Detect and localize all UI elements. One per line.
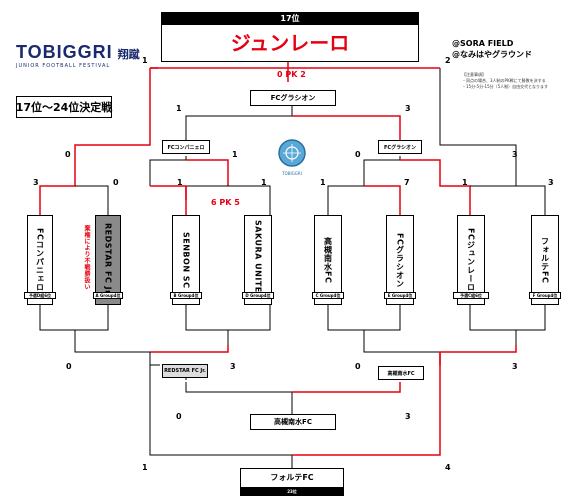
bottom-box-name: フォルテFC	[270, 473, 314, 482]
bottom-box-sub: 23位	[241, 487, 343, 496]
group-label-8: F Group4位	[529, 292, 561, 299]
team-name-4: SAKURA UNITED	[253, 220, 263, 300]
venue-line-1: @SORA FIELD	[452, 39, 514, 48]
notes-line-2: ・15分-5分-15分（5人制）自由交代となります	[462, 84, 549, 89]
team-name-7: FCジュンレーロ	[466, 228, 476, 292]
notes-line-1: ・同点の場合、3人制のPK戦にて勝敗を決する	[462, 78, 546, 83]
group-label-2: A Group4位	[93, 292, 123, 299]
score-sf-r1: 0	[355, 150, 361, 159]
qf-pk-score: 6 PK 5	[211, 198, 240, 207]
team-name-1: FCコンパニェロ	[35, 228, 45, 292]
score-lower-left-inner: 3	[230, 362, 236, 371]
score-r1-f: 7	[404, 178, 410, 187]
logo-kanji: 翔蹴	[117, 48, 140, 61]
group-label-5: C Group4位	[312, 292, 344, 299]
group-label-7: 予選C組6位	[453, 292, 489, 299]
rank-17-box: 17位 ジュンレーロ	[161, 12, 419, 62]
score-lower-right-outer: 0	[355, 362, 361, 371]
final-team-box: FCグラシオン	[250, 90, 336, 106]
group-label-3: B Group4位	[170, 292, 202, 299]
bracket-title: 17位～24位決定戦	[16, 96, 112, 118]
score-bot-right: 4	[445, 463, 451, 472]
redstar-note: 棄権により不戦勝扱い	[83, 225, 90, 290]
score-top-left: 1	[142, 56, 148, 65]
winner-name: ジュンレーロ	[230, 31, 350, 55]
score-r1-e: 1	[320, 178, 326, 187]
score-sf-l2: 1	[232, 150, 238, 159]
semi-pk-score: 0 PK 2	[277, 70, 306, 79]
team-box-2: REDSTAR FC Jr.	[95, 215, 121, 305]
group-label-4: D Group4位	[242, 292, 274, 299]
venue-line-2: @なみはやグラウンド	[452, 50, 532, 59]
ball-icon: TOBIGGRI	[278, 139, 306, 176]
score-lower-left-outer: 0	[66, 362, 72, 371]
bottom-box: フォルテFC 23位	[240, 468, 344, 496]
semi-right-box: FCグラシオン	[378, 140, 422, 154]
score-lf-right: 3	[405, 412, 411, 421]
group-label-1: 予選D組6位	[24, 292, 56, 299]
team-box-3: SENBON SC	[172, 215, 200, 305]
svg-text:TOBIGGRI: TOBIGGRI	[281, 171, 302, 176]
team-box-6: FCグラシオン	[386, 215, 414, 305]
team-box-5: 高槻南水FC	[314, 215, 342, 305]
score-lower-right-inner: 3	[512, 362, 518, 371]
logo-sub: JUNIOR FOOTBALL FESTIVAL	[16, 63, 111, 69]
lower-right-box: 高槻南水FC	[378, 366, 424, 380]
notes: 【注意事項】 ・同点の場合、3人制のPK戦にて勝敗を決する ・15分-5分-15…	[462, 72, 548, 90]
score-top-right: 2	[445, 56, 451, 65]
score-r1-h: 3	[548, 178, 554, 187]
line-top-left	[74, 68, 151, 162]
logo-text: TOBIGGRI	[16, 42, 113, 62]
team-name-2: REDSTAR FC Jr.	[103, 223, 113, 297]
lower-left-box: REDSTAR FC Jr.	[162, 364, 208, 378]
score-lf-left: 0	[176, 412, 182, 421]
team-box-4: SAKURA UNITED	[244, 215, 272, 305]
group-label-6: E Group4位	[384, 292, 416, 299]
team-box-1: FCコンパニェロ	[27, 215, 53, 305]
score-sf-r2: 3	[512, 150, 518, 159]
lower-final-box: 高槻南水FC	[250, 414, 336, 430]
score-sf-l1: 0	[65, 150, 71, 159]
score-final-left: 1	[176, 104, 182, 113]
tournament-logo: TOBIGGRI 翔蹴 JUNIOR FOOTBALL FESTIVAL	[16, 42, 140, 69]
ball-emblem: TOBIGGRI	[275, 138, 309, 178]
rank-label: 17位	[162, 13, 418, 25]
team-name-8: フォルテFC	[540, 236, 550, 284]
score-r1-a: 3	[33, 178, 39, 187]
notes-title: 【注意事項】	[462, 72, 486, 77]
score-bot-left: 1	[142, 463, 148, 472]
team-box-8: フォルテFC	[531, 215, 559, 305]
team-name-5: 高槻南水FC	[323, 236, 333, 284]
score-r1-d: 1	[261, 178, 267, 187]
score-r1-g: 1	[462, 178, 468, 187]
team-box-7: FCジュンレーロ	[457, 215, 485, 305]
venue-info: @SORA FIELD @なみはやグラウンド	[452, 38, 532, 60]
semi-left-box: FCコンパニェロ	[162, 140, 210, 154]
team-name-3: SENBON SC	[181, 231, 191, 289]
score-r1-b: 0	[113, 178, 119, 187]
team-name-6: FCグラシオン	[395, 232, 405, 288]
score-final-right: 3	[405, 104, 411, 113]
score-r1-c: 1	[177, 178, 183, 187]
